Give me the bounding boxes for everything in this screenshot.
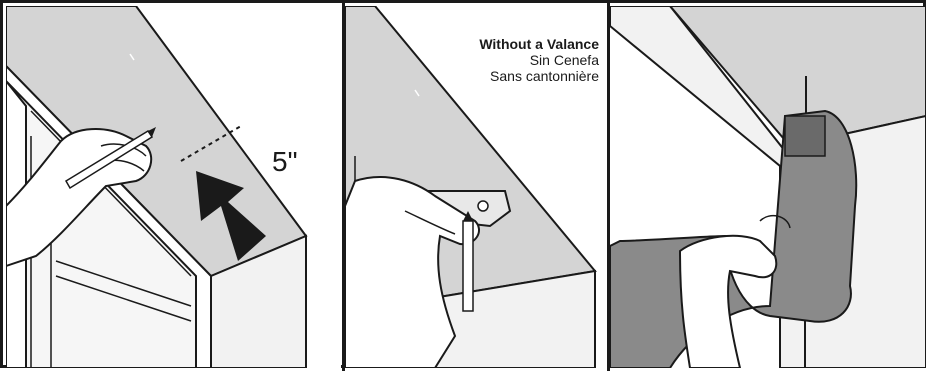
panel-step-1: 5" <box>6 6 341 368</box>
measurement-label: 5" <box>272 146 298 178</box>
panel-step-3 <box>610 6 926 368</box>
caption-english: Without a Valance <box>479 36 599 52</box>
mounting-caption: Without a Valance Sin Cenefa Sans canton… <box>479 36 599 84</box>
panel-3-illustration <box>610 6 926 368</box>
caption-french: Sans cantonnière <box>479 68 599 84</box>
caption-spanish: Sin Cenefa <box>479 52 599 68</box>
panel-step-2: Without a Valance Sin Cenefa Sans canton… <box>345 6 607 368</box>
panel-1-illustration <box>6 6 341 368</box>
